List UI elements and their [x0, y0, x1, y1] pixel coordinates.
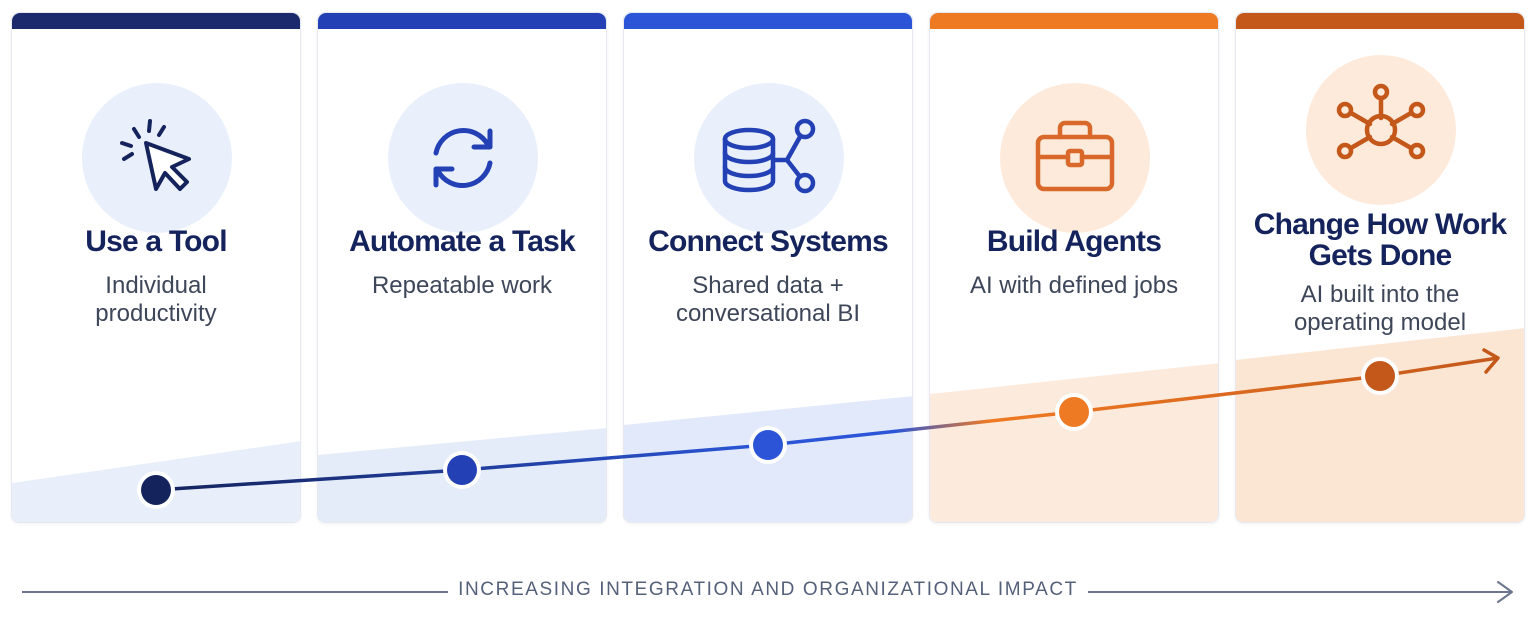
stage-title: Change How Work Gets Done: [1253, 208, 1507, 272]
stage-marker: [137, 471, 175, 509]
impact-axis-label: INCREASING INTEGRATION AND ORGANIZATIONA…: [0, 579, 1536, 601]
stage-marker: [1055, 393, 1093, 431]
stage-accent-bar: [318, 13, 606, 29]
cursor-click-icon: [120, 119, 191, 191]
progress-arrowhead: [1482, 348, 1500, 374]
stage-icon-circle: [388, 83, 538, 233]
stage-marker: [749, 426, 787, 464]
refresh-icon: [433, 127, 493, 189]
stage-subtitle: Individual productivity: [95, 272, 217, 327]
stage-icon-circle: [82, 83, 232, 233]
impact-axis-label-text: INCREASING INTEGRATION AND ORGANIZATIONA…: [448, 579, 1088, 600]
stage-marker: [1361, 357, 1399, 395]
progress-line: [155, 356, 1499, 492]
stage-title: Build Agents: [986, 225, 1162, 258]
impact-axis-arrowhead: [1497, 581, 1513, 603]
stage-icon-circle: [1000, 83, 1150, 233]
network-hub-icon: [1336, 83, 1426, 160]
briefcase-icon: [1035, 120, 1115, 192]
stage-title: Automate a Task: [349, 225, 576, 258]
database-connect-icon: [722, 118, 816, 194]
stage-icon-circle: [694, 83, 844, 233]
stage-subtitle: Shared data + conversational BI: [675, 272, 861, 327]
stage-title: Connect Systems: [648, 225, 889, 258]
stage-subtitle: AI built into the operating model: [1293, 281, 1467, 336]
stage-icon-circle: [1306, 55, 1456, 205]
stage-title: Use a Tool: [85, 225, 227, 258]
stage-subtitle: Repeatable work: [371, 272, 553, 299]
stage-subtitle: AI with defined jobs: [969, 272, 1179, 299]
stage-marker: [443, 451, 481, 489]
stage-card-change-how-work-gets-done: Change How Work Gets Done AI built into …: [1235, 12, 1525, 523]
stage-accent-bar: [930, 13, 1218, 29]
stage-card-automate-a-task: Automate a Task Repeatable work: [317, 12, 607, 523]
stage-accent-bar: [624, 13, 912, 29]
stage-accent-bar: [1236, 13, 1524, 29]
stage-accent-bar: [12, 13, 300, 29]
progress-band: [1236, 328, 1524, 522]
